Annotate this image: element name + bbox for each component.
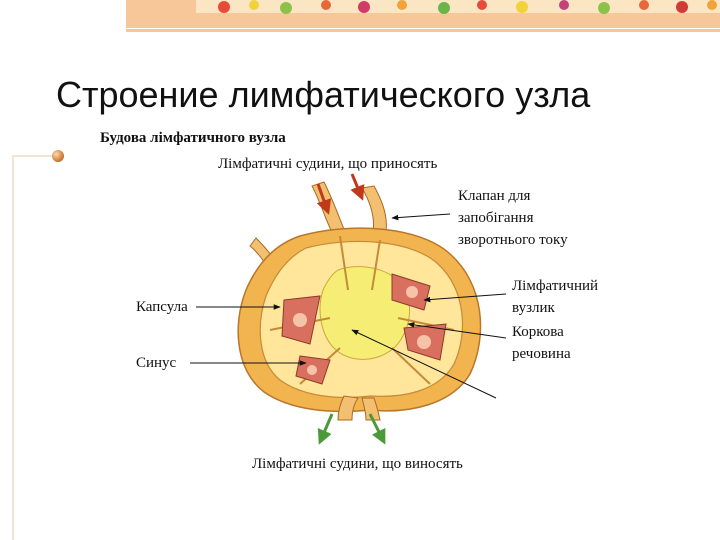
header-decorative-banner	[126, 0, 720, 28]
efferent-arrow-right	[368, 413, 386, 445]
afferent-arrow-left	[316, 183, 332, 215]
germinal-center	[293, 313, 307, 327]
afferent-vessel-left	[311, 181, 347, 237]
label-valve-line-1: Клапан для	[458, 188, 531, 204]
pointer-valve	[391, 213, 451, 221]
bullet-icon	[52, 150, 64, 162]
bullet-rule	[12, 155, 60, 157]
label-cortex-line-2: речовина	[512, 346, 571, 362]
diagram-heading: Будова лімфатичного вузла	[100, 130, 286, 146]
efferent-vessel	[361, 397, 381, 421]
germinal-center	[406, 286, 418, 298]
pointer-nodule	[423, 293, 507, 303]
efferent-arrow-left	[317, 413, 334, 445]
pointer-medulla	[351, 329, 497, 399]
germinal-center	[417, 335, 431, 349]
left-rule	[12, 157, 14, 540]
label-valve-line-2: запобігання	[458, 210, 534, 226]
efferent-vessel	[337, 395, 359, 421]
page-title: Строение лимфатического узла	[56, 74, 591, 115]
flower-strip-image	[126, 0, 720, 28]
header-divider	[126, 29, 720, 32]
germinal-center	[307, 365, 317, 375]
afferent-arrow-right	[350, 173, 365, 201]
label-sinus: Синус	[136, 355, 177, 371]
label-efferent-vessels: Лімфатичні судини, що виносять	[252, 456, 463, 472]
label-capsule: Капсула	[136, 299, 188, 315]
label-nodule-line-2: вузлик	[512, 300, 556, 316]
label-cortex-line-1: Коркова	[512, 324, 564, 340]
pointer-cortex	[407, 322, 507, 339]
label-valve-line-3: зворотнього току	[458, 232, 568, 248]
label-nodule-line-1: Лімфатичний	[512, 278, 598, 294]
label-afferent-vessels: Лімфатичні судини, що приносять	[218, 156, 437, 172]
